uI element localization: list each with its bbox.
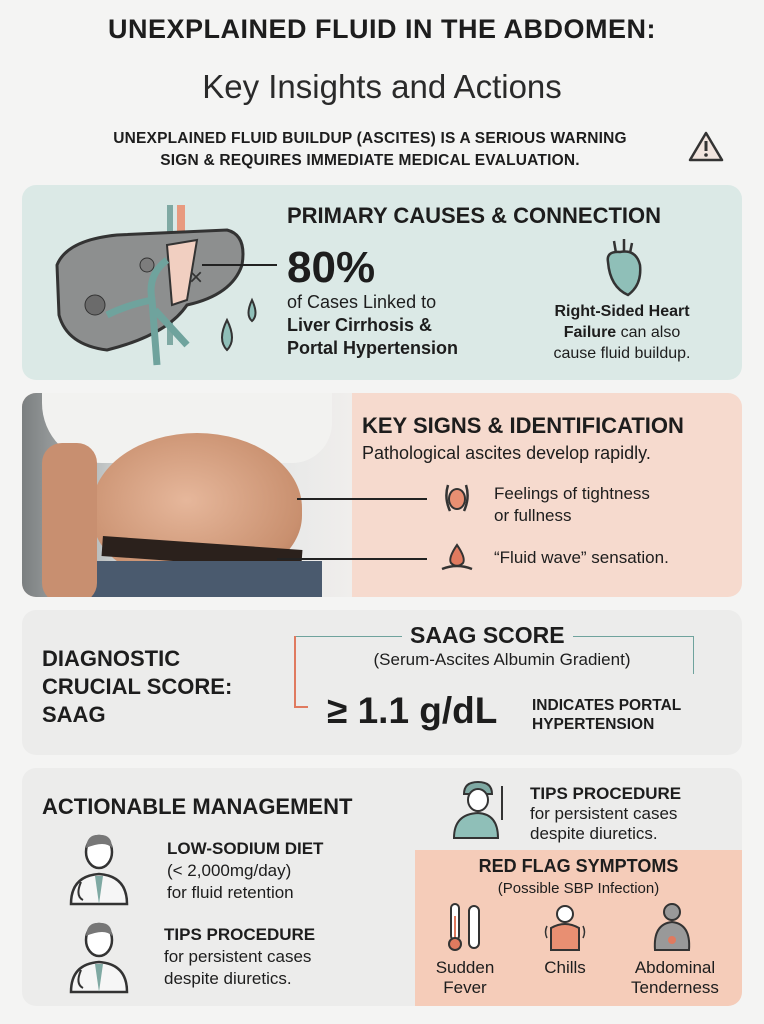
stat-description: of Cases Linked to Liver Cirrhosis & Por… [287, 291, 458, 360]
warning-line-2: SIGN & REQUIRES IMMEDIATE MEDICAL EVALUA… [160, 152, 580, 169]
arm [42, 443, 97, 597]
key-signs-card: KEY SIGNS & IDENTIFICATION Pathological … [22, 393, 742, 597]
item-1-line-2: for fluid retention [167, 883, 294, 902]
thermometer-icon [448, 903, 480, 951]
red-flag-subheading: (Possible SBP Infection) [497, 880, 660, 897]
chills-icon [544, 905, 586, 951]
sign-1-line-2: or fullness [494, 506, 572, 525]
score-value: ≥ 1.1 g/dL [327, 690, 498, 731]
sign-1-line-1: Feelings of tightness [494, 484, 650, 503]
doctor-icon [69, 922, 129, 994]
management-item-2: TIPS PROCEDURE for persistent cases despit… [164, 924, 315, 990]
symptom-1-line-2: Fever [443, 978, 487, 997]
pointer-line-2 [277, 558, 427, 560]
score-indicates: INDICATES PORTAL HYPERTENSION [532, 696, 681, 734]
management-card: ACTIONABLE MANAGEMENT LOW-SODIUM DIET (< … [22, 768, 742, 1006]
doctor-icon [69, 834, 129, 906]
item-2-line-1: for persistent cases [164, 947, 312, 966]
symptom-2-line-1: Chills [544, 958, 586, 977]
sign-tightness: Feelings of tightness or fullness [494, 483, 650, 527]
item-1-title: LOW-SODIUM DIET [167, 839, 324, 858]
stat-value: 80% [287, 243, 376, 292]
heart-line-2-bold: Failure [563, 324, 617, 341]
arrow-line [294, 636, 296, 708]
management-item-1: LOW-SODIUM DIET (< 2,000mg/day) for fluid … [167, 838, 323, 904]
abdominal-pain-icon [653, 903, 691, 951]
heart-line-3: cause fluid buildup. [553, 345, 691, 362]
svg-text:×: × [189, 264, 203, 291]
item-3-line-2: despite diuretics. [530, 824, 658, 843]
pointer-line-1 [297, 498, 427, 500]
abdomen-photo [22, 393, 352, 597]
jeans [82, 561, 322, 597]
arrow-head [294, 706, 308, 708]
item-3-title: TIPS PROCEDURE [530, 784, 682, 803]
heart-icon [606, 239, 642, 297]
liver-icon: × [55, 205, 277, 366]
score-subtitle: (Serum-Ascites Albumin Gradient) [373, 650, 631, 669]
diagnostic-label: DIAGNOSTIC CRUCIAL SCORE: SAAG [42, 645, 232, 729]
symptom-3-line-1: Abdominal [634, 958, 716, 977]
score-title: SAAG SCORE [402, 622, 573, 649]
abdomen-icon [445, 484, 469, 512]
diagnostic-line-2: CRUCIAL SCORE: [42, 674, 233, 699]
warning-triangle-icon [688, 131, 724, 162]
item-2-title: TIPS PROCEDURE [164, 925, 316, 944]
indicates-line-1: INDICATES PORTAL [532, 697, 682, 714]
heart-failure-text: Right-Sided Heart Failure can also cause… [522, 301, 722, 364]
warning-line-1: UNEXPLAINED FLUID BUILDUP (ASCITES) IS A… [113, 130, 627, 147]
signs-subheading: Pathological ascites develop rapidly. [362, 443, 651, 463]
symptom-3-line-2: Tenderness [631, 978, 719, 997]
title-line-1: UNEXPLAINED FLUID IN THE ABDOMEN: [108, 14, 656, 44]
primary-causes-card: × PRIMARY CAUSES & CONNECTION 80% of Cas… [22, 185, 742, 380]
heart-line-1: Right-Sided Heart [554, 303, 690, 320]
stat-line-3: Portal Hypertension [287, 338, 459, 358]
surgeon-icon [452, 780, 503, 839]
signs-heading: KEY SIGNS & IDENTIFICATION [362, 413, 684, 438]
sign-fluid-wave: “Fluid wave” sensation. [494, 548, 669, 567]
symptom-chills: Chills [520, 958, 610, 978]
stat-line-1: of Cases Linked to [287, 292, 437, 312]
item-2-line-2: despite diuretics. [164, 969, 292, 988]
symptom-1-line-1: Sudden [435, 958, 495, 977]
diagnostic-line-1: DIAGNOSTIC [42, 646, 181, 671]
warning-text: UNEXPLAINED FLUID BUILDUP (ASCITES) IS A… [60, 128, 680, 172]
diagnostic-card: DIAGNOSTIC CRUCIAL SCORE: SAAG SAAG SCOR… [22, 610, 742, 755]
red-flag-heading: RED FLAG SYMPTOMS [478, 856, 679, 876]
droplet-icon [441, 543, 473, 571]
management-heading: ACTIONABLE MANAGEMENT [42, 794, 353, 819]
diagnostic-line-3: SAAG [42, 702, 106, 727]
heart-line-2-rest: can also [616, 324, 681, 341]
title-line-2: Key Insights and Actions [202, 68, 562, 105]
causes-heading: PRIMARY CAUSES & CONNECTION [287, 203, 662, 228]
stat-line-2: Liver Cirrhosis & [287, 315, 433, 335]
item-3-line-1: for persistent cases [530, 804, 678, 823]
item-1-line-1: (< 2,000mg/day) [167, 861, 292, 880]
red-flag-box: RED FLAG SYMPTOMS (Possible SBP Infectio… [415, 850, 742, 1006]
indicates-line-2: HYPERTENSION [532, 716, 655, 733]
